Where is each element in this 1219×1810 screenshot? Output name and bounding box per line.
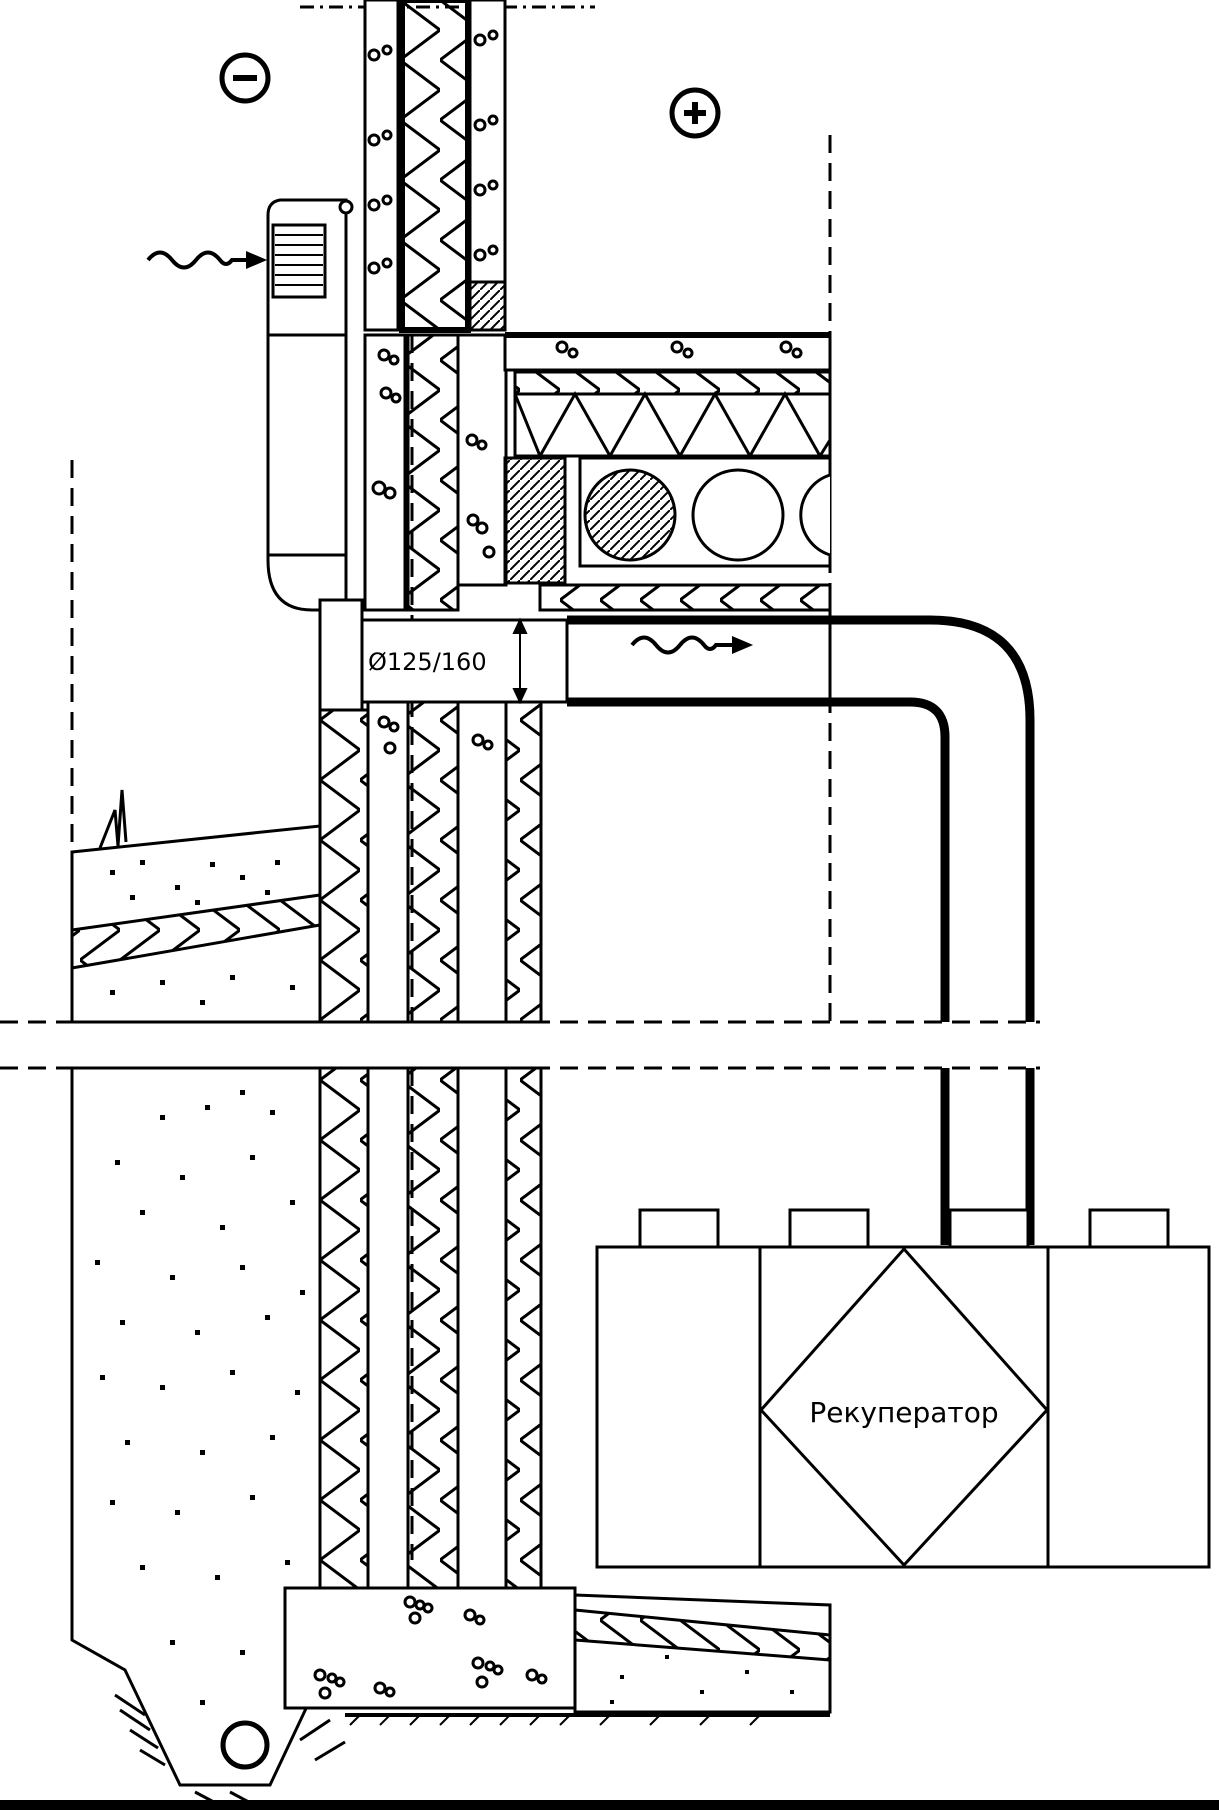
bottom-border	[0, 1800, 1219, 1810]
minus-circle-icon	[219, 52, 271, 104]
lw-mid-insulation	[406, 700, 460, 1024]
sleeve-outer	[318, 598, 364, 712]
lw-outer-insulation	[318, 708, 370, 1024]
mid-wall-aggregate	[371, 348, 496, 559]
lw-outer-concrete	[366, 700, 410, 1024]
airflow-in-wavy-arrow-icon	[146, 250, 268, 270]
bw-inner-insulation	[504, 1066, 543, 1590]
port-3	[948, 1208, 1030, 1249]
hood-grille-slats	[275, 234, 323, 286]
port-4	[1088, 1208, 1170, 1249]
airflow-duct-wavy-arrow-icon	[630, 635, 754, 655]
duct-body-2	[565, 618, 832, 704]
basement-insulation	[573, 1608, 832, 1662]
ground-hatch-bottom	[345, 1713, 830, 1726]
floor-insulation-bottom	[538, 583, 832, 612]
recuperator-label: Рекуператор	[809, 1396, 998, 1429]
lw-inner-concrete	[456, 700, 508, 1024]
slab-void-3	[799, 473, 831, 557]
port-1	[638, 1208, 720, 1249]
bw-mid-insulation	[406, 1066, 460, 1590]
upper-wall-outer-concrete	[363, 0, 400, 332]
upper-wall-insulation	[399, 0, 471, 333]
grass-tuft	[98, 789, 128, 849]
duct-pipe-bend	[567, 615, 1035, 1245]
mid-wall-inner	[456, 333, 508, 587]
lower-wall-lower-part	[318, 1066, 543, 1590]
diameter-dimension	[512, 617, 528, 705]
ground-dots-upper	[110, 860, 295, 1005]
bw-outer-concrete	[366, 1066, 410, 1590]
footing-aggregate	[313, 1595, 548, 1700]
air-intake-hood	[266, 198, 354, 612]
floor-slab	[503, 332, 832, 612]
slab-void-2	[691, 468, 785, 562]
lower-wall-upper-part	[318, 700, 543, 1024]
floor-insulation-main	[513, 392, 832, 458]
hood-body	[266, 198, 348, 612]
lw-aggregate	[377, 715, 494, 755]
ground-insulation-strip	[70, 893, 322, 970]
plus-circle-icon	[669, 87, 721, 139]
upper-wall	[363, 0, 507, 333]
mid-wall-insulation	[406, 333, 460, 612]
duct-body	[360, 618, 569, 704]
foundation-footing	[283, 1586, 577, 1710]
port-2	[788, 1208, 870, 1249]
basement-floor	[573, 1593, 832, 1714]
footing-body	[283, 1586, 577, 1710]
slab-void-1	[583, 468, 677, 562]
duct-diameter-label: Ø125/160	[368, 648, 487, 676]
basement-dots	[610, 1655, 794, 1704]
duct-inner-wall	[567, 697, 950, 1022]
floor-screed	[503, 333, 832, 372]
bw-outer-insulation	[318, 1066, 370, 1590]
floor-aggregate	[555, 340, 803, 359]
middle-wall	[363, 333, 508, 612]
bw-inner-concrete	[456, 1066, 508, 1590]
outside-ground	[70, 789, 322, 1024]
ring-beam	[503, 456, 567, 585]
drain-pipe-icon	[220, 1720, 270, 1770]
backfill-dots	[95, 1090, 305, 1705]
recuperator-unit	[595, 1208, 1211, 1569]
duct-wall-sleeve	[318, 598, 832, 712]
duct-outer-wall	[567, 615, 1035, 1022]
upper-wall-aggregate	[367, 29, 499, 275]
mid-wall-outer	[363, 333, 407, 612]
heat-exchanger-diamond	[758, 1246, 1050, 1568]
floor-insulation-top	[513, 370, 832, 396]
upper-wall-lintel	[468, 280, 507, 332]
lw-inner-insulation	[504, 700, 543, 1024]
